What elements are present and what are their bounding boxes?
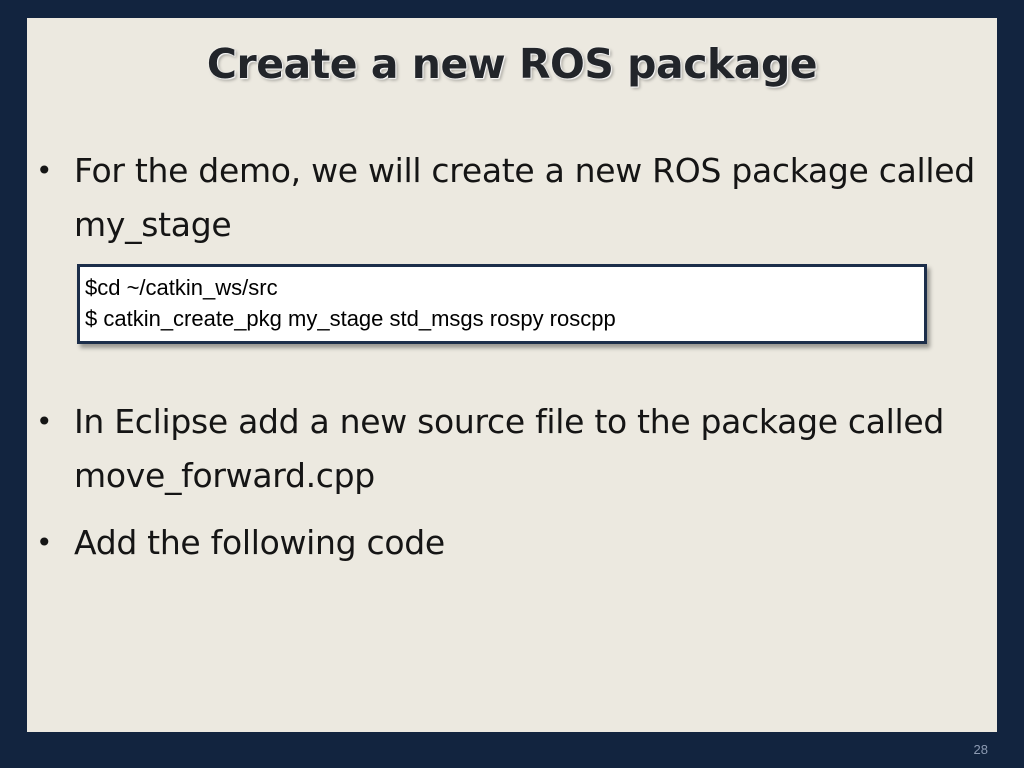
bullet-item: • Add the following code bbox=[36, 516, 979, 570]
slide-number: 28 bbox=[973, 742, 988, 757]
slide-title: Create a new ROS package bbox=[206, 40, 818, 88]
code-block: $cd ~/catkin_ws/src $ catkin_create_pkg … bbox=[77, 264, 927, 344]
bullet-item: • For the demo, we will create a new ROS… bbox=[36, 144, 979, 252]
bullet-item: • In Eclipse add a new source file to th… bbox=[36, 395, 979, 503]
slide-panel bbox=[27, 18, 997, 732]
bullet-text: In Eclipse add a new source file to the … bbox=[74, 402, 945, 495]
bullet-dot-icon: • bbox=[36, 405, 53, 438]
bullet-dot-icon: • bbox=[36, 154, 53, 187]
bullet-text: For the demo, we will create a new ROS p… bbox=[74, 151, 975, 244]
code-line: $cd ~/catkin_ws/src bbox=[85, 275, 278, 300]
bullet-text: Add the following code bbox=[74, 523, 445, 562]
code-line: $ catkin_create_pkg my_stage std_msgs ro… bbox=[85, 306, 616, 331]
bullet-dot-icon: • bbox=[36, 526, 53, 559]
